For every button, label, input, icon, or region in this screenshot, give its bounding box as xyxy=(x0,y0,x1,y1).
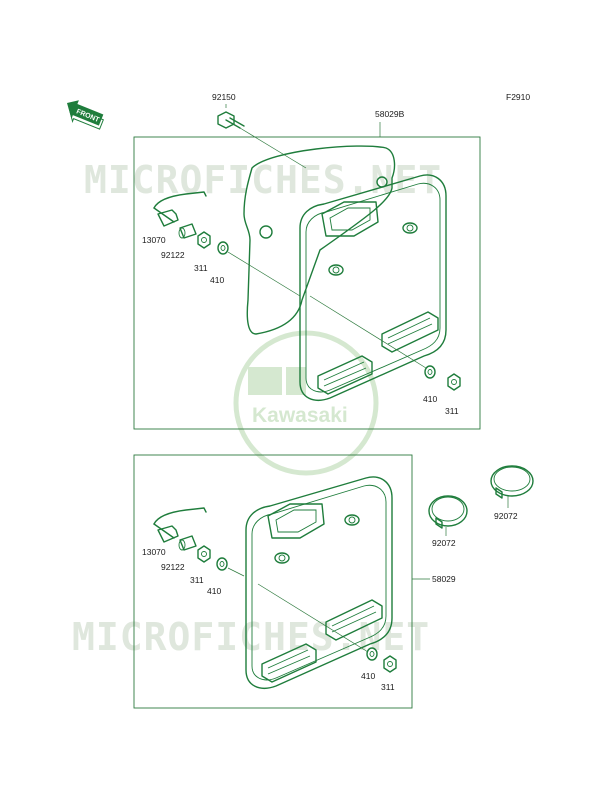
label-upper-spacer: 92122 xyxy=(161,250,185,260)
label-lower-washer-b: 410 xyxy=(361,671,375,681)
upper-spacer-92122 xyxy=(178,223,197,239)
label-clamp-right: 92072 xyxy=(494,511,518,521)
upper-front-plate xyxy=(299,174,447,401)
lower-spacer-92122 xyxy=(178,535,197,551)
front-arrow-icon: FRONT xyxy=(67,100,104,130)
upper-assembly-frame xyxy=(133,136,481,430)
label-lower-nut-a: 311 xyxy=(190,575,204,585)
label-upper-pin: 13070 xyxy=(142,235,166,245)
upper-washer-b-410 xyxy=(424,365,436,379)
diagram-code: F2910 xyxy=(506,92,530,102)
clamp-right-92072 xyxy=(490,465,534,499)
label-upper-nut-b: 311 xyxy=(445,406,459,416)
lower-nut-a-311 xyxy=(197,545,211,563)
bolt-92150 xyxy=(217,111,245,129)
label-upper-assembly: 58029B xyxy=(375,109,405,119)
upper-nut-b-311 xyxy=(447,373,461,391)
upper-pin-13070 xyxy=(153,191,207,227)
label-clamp-left: 92072 xyxy=(432,538,456,548)
lower-front-plate xyxy=(245,476,393,689)
kawasaki-logo-icon: Kawasaki xyxy=(233,330,379,476)
lower-pin-13070 xyxy=(153,507,207,543)
label-upper-nut-a: 311 xyxy=(194,263,208,273)
label-lower-pin: 13070 xyxy=(142,547,166,557)
lower-assembly-frame xyxy=(133,454,413,709)
lower-washer-b-410 xyxy=(366,647,378,661)
label-upper-washer-a: 410 xyxy=(210,275,224,285)
upper-washer-a-410 xyxy=(217,241,229,255)
logo-text: Kawasaki xyxy=(252,404,348,427)
label-upper-bolt: 92150 xyxy=(212,92,236,102)
label-lower-washer-a: 410 xyxy=(207,586,221,596)
clamp-left-92072 xyxy=(428,495,468,529)
upper-back-hole xyxy=(259,225,273,239)
lower-washer-a-410 xyxy=(216,557,228,571)
lower-nut-b-311 xyxy=(383,655,397,673)
upper-nut-a-311 xyxy=(197,231,211,249)
label-upper-washer-b: 410 xyxy=(423,394,437,404)
label-lower-nut-b: 311 xyxy=(381,682,395,692)
label-lower-assembly: 58029 xyxy=(432,574,456,584)
label-lower-spacer: 92122 xyxy=(161,562,185,572)
